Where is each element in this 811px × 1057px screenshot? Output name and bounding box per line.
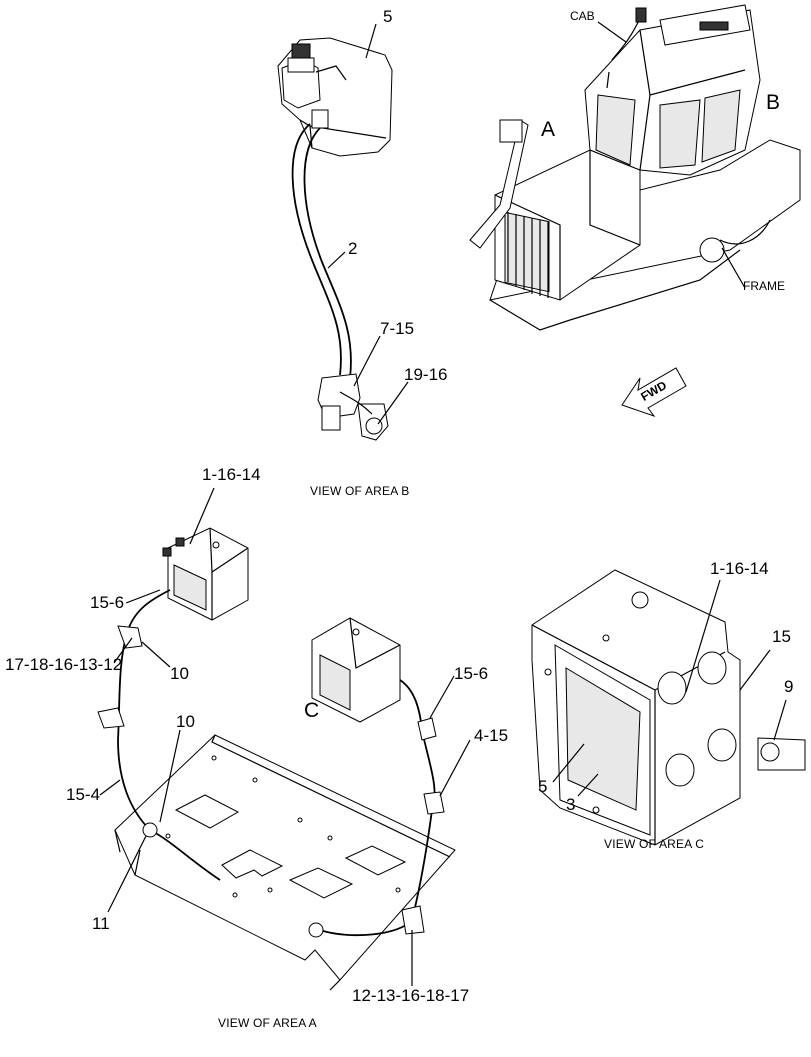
light-unit-area-a xyxy=(162,527,249,621)
callout-15-6-a: 15-6 xyxy=(90,593,125,612)
area-c-marker: C xyxy=(304,699,320,722)
callout-7-15: 7-15 xyxy=(380,319,415,338)
hose-fitting-19 xyxy=(317,373,389,441)
light-unit-area-c xyxy=(531,569,806,846)
view-of-area-b-caption: VIEW OF AREA B xyxy=(310,484,410,498)
callout-11: 11 xyxy=(92,914,110,933)
callout-12-13-16-18-17: 12-13-16-18-17 xyxy=(352,986,470,1005)
callout-10-a: 10 xyxy=(170,664,189,683)
callout-15-6-b: 15-6 xyxy=(454,664,489,683)
callout-frame: FRAME xyxy=(743,279,785,293)
callout-10-b: 10 xyxy=(176,712,195,731)
callout-17-18-16-13-12: 17-18-16-13-12 xyxy=(5,655,123,674)
callout-1-16-14-c: 1-16-14 xyxy=(710,559,769,578)
callout-15-4: 15-4 xyxy=(66,785,101,804)
light-unit-area-c-small xyxy=(311,617,401,723)
callout-5: 5 xyxy=(383,7,393,26)
view-of-area-a-caption: VIEW OF AREA A xyxy=(218,1016,317,1030)
leader-lines-c xyxy=(552,579,787,797)
callout-5-c: 5 xyxy=(538,777,548,796)
leader-lines-overview xyxy=(597,21,746,289)
leader-lines-a xyxy=(99,487,471,986)
callout-1-16-14-a: 1-16-14 xyxy=(202,465,261,484)
callout-19-16: 19-16 xyxy=(404,365,448,384)
view-of-area-c-caption: VIEW OF AREA C xyxy=(604,837,705,851)
callout-3: 3 xyxy=(566,795,576,814)
harness-4-15 xyxy=(308,679,445,938)
area-a-marker: A xyxy=(541,118,556,141)
callout-2: 2 xyxy=(348,239,358,258)
callout-4-15: 4-15 xyxy=(474,726,509,745)
leader-lines-b xyxy=(327,23,409,425)
hose-2 xyxy=(291,123,352,379)
harness-15-4 xyxy=(97,589,221,881)
callout-15-c: 15 xyxy=(772,627,791,646)
callout-9: 9 xyxy=(784,677,794,696)
area-b-marker: B xyxy=(766,91,781,114)
forward-arrow xyxy=(621,367,687,418)
tank-assembly xyxy=(277,37,393,157)
machine-overview xyxy=(469,4,801,331)
floor-plate xyxy=(114,734,456,991)
callout-cab: CAB xyxy=(570,9,595,23)
